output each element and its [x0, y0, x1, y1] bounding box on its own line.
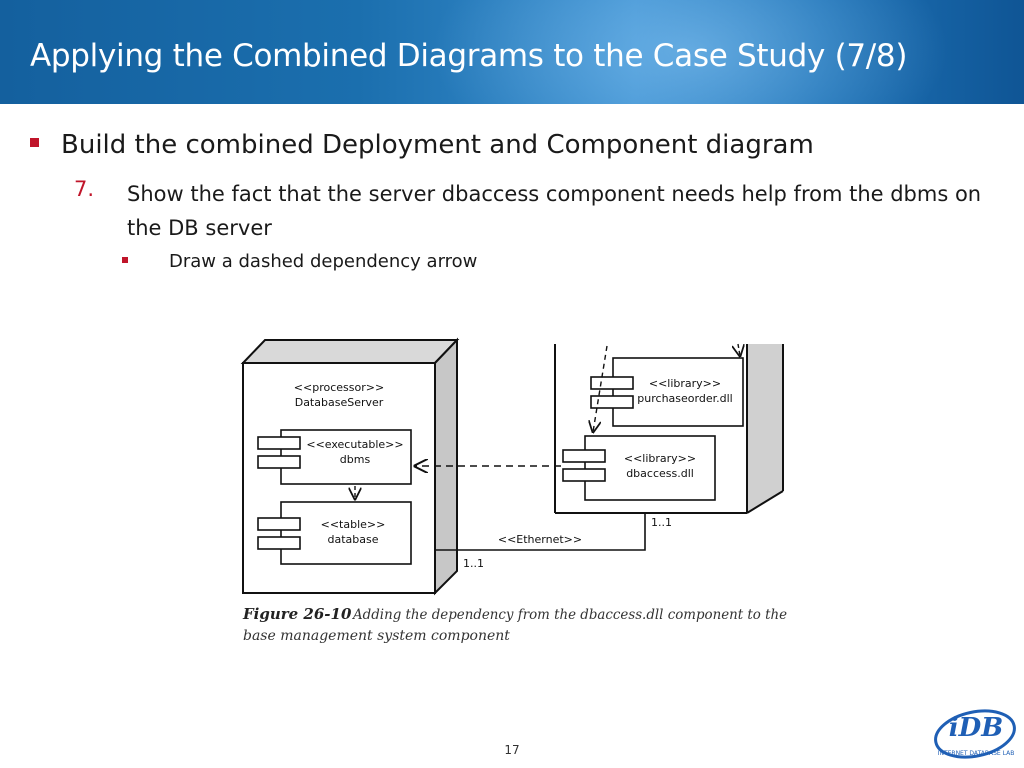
dbms-name: dbms	[340, 453, 371, 466]
component-tab-icon	[257, 455, 301, 469]
multiplicity-left: 1..1	[463, 557, 484, 570]
database-stereotype: <<table>>	[321, 518, 386, 531]
db-node-stereotype: <<processor>>	[294, 381, 384, 394]
deployment-component-figure: <<processor>> DatabaseServer <<executabl…	[235, 336, 795, 656]
incoming-dependency-to-purchaseorder	[738, 344, 740, 356]
dbaccess-name: dbaccess.dll	[626, 467, 694, 480]
figure-caption-line2: base management system component	[243, 628, 510, 644]
component-tab-icon	[257, 536, 301, 550]
purchaseorder-component	[590, 357, 744, 427]
component-tab-icon	[257, 517, 301, 531]
ethernet-label: <<Ethernet>>	[498, 533, 582, 546]
database-name: database	[328, 533, 379, 546]
main-bullet-text: Build the combined Deployment and Compon…	[61, 130, 814, 160]
logo-ring-text: INTERNET DATABASE LAB	[938, 750, 1015, 757]
component-tab-icon	[590, 376, 634, 390]
dbaccess-stereotype: <<library>>	[624, 452, 696, 465]
bullet-square-icon	[30, 138, 39, 147]
sub-bullet: Draw a dashed dependency arrow	[122, 251, 477, 272]
title-bar: Applying the Combined Diagrams to the Ca…	[0, 0, 1024, 104]
multiplicity-right: 1..1	[651, 516, 672, 529]
deployment-diagram: <<processor>> DatabaseServer <<executabl…	[240, 337, 787, 644]
sub-bullet-square-icon	[122, 257, 128, 263]
component-tab-icon	[257, 436, 301, 450]
purchaseorder-name: purchaseorder.dll	[637, 392, 732, 405]
purchaseorder-stereotype: <<library>>	[649, 377, 721, 390]
main-bullet: Build the combined Deployment and Compon…	[30, 130, 814, 160]
database-component	[257, 501, 412, 565]
ethernet-link	[435, 513, 646, 551]
incoming-dependency-to-dbaccess	[593, 345, 608, 432]
slide-title: Applying the Combined Diagrams to the Ca…	[30, 38, 908, 74]
figure-caption-label: Figure 26-10	[242, 605, 352, 623]
component-tab-icon	[590, 395, 634, 409]
db-node-name: DatabaseServer	[295, 396, 384, 409]
step-text: Show the fact that the server dbaccess c…	[127, 182, 982, 240]
logo-text: iDB	[949, 713, 1003, 743]
component-tab-icon	[562, 468, 606, 482]
component-tab-icon	[562, 449, 606, 463]
dbaccess-component	[562, 435, 716, 501]
step-number: 7.	[74, 177, 95, 201]
web-server-node	[554, 344, 784, 514]
idb-logo: iDB INTERNET DATABASE LAB	[930, 700, 1020, 762]
dbms-stereotype: <<executable>>	[306, 438, 403, 451]
dbms-component	[257, 429, 412, 485]
sub-bullet-text: Draw a dashed dependency arrow	[169, 251, 478, 272]
figure-caption-line1: Adding the dependency from the dbaccess.…	[351, 607, 787, 623]
page-number: 17	[504, 743, 520, 757]
